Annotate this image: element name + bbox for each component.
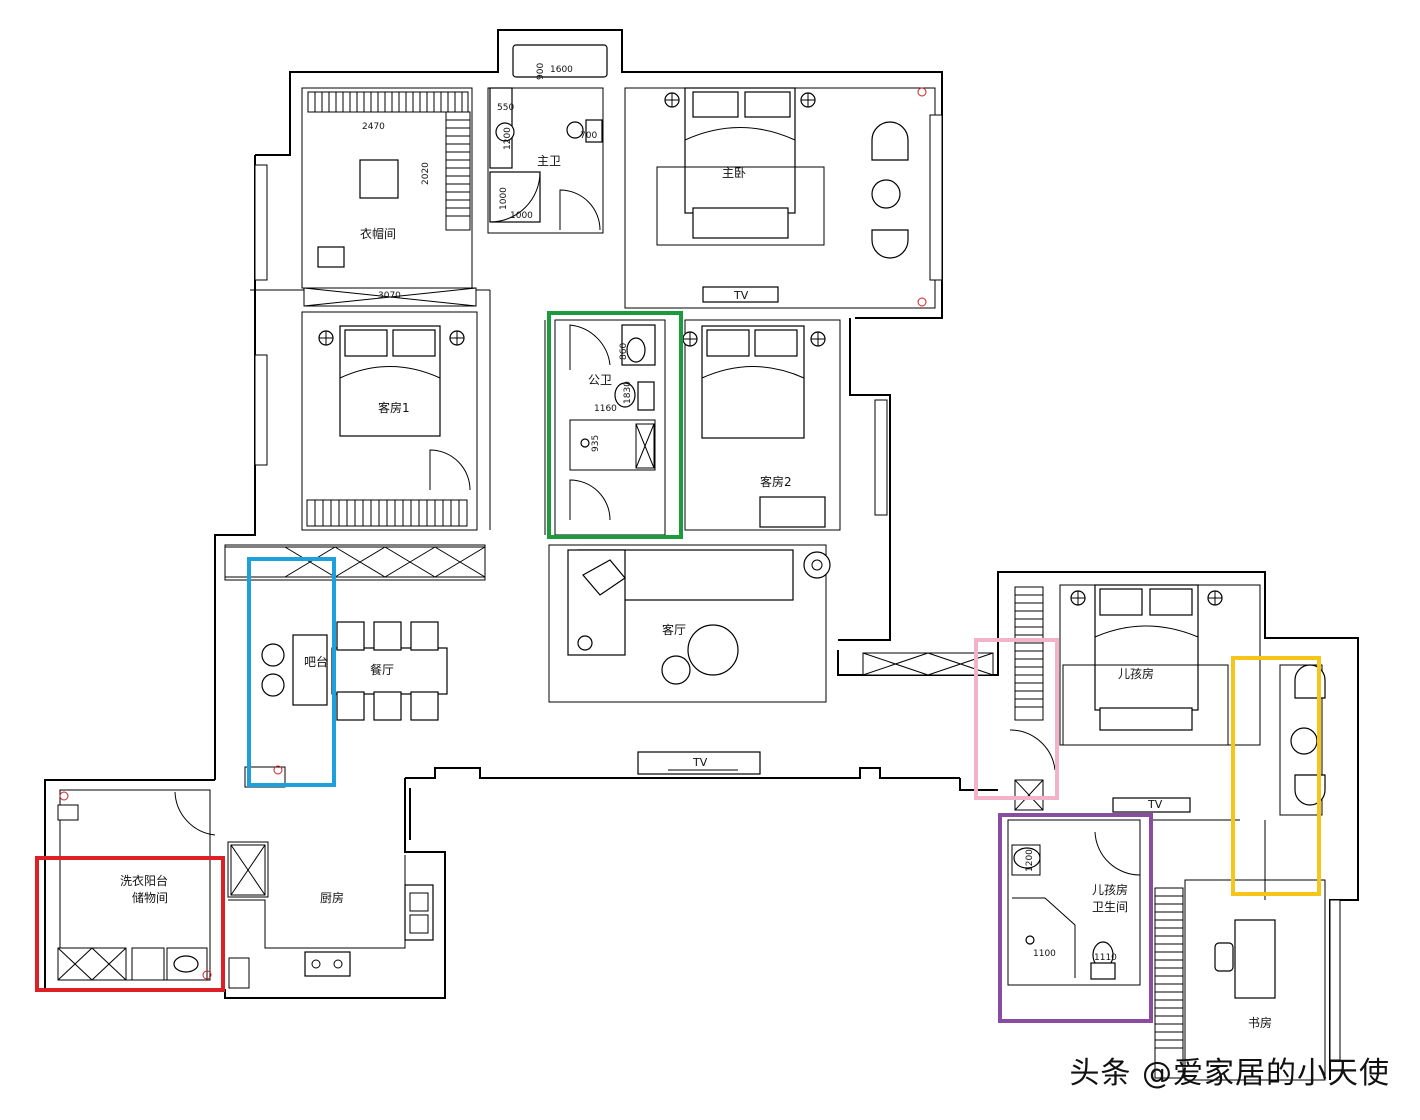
dim-1200-a: 1200 bbox=[503, 127, 513, 150]
label-kitchen: 厨房 bbox=[320, 890, 344, 905]
dining-room: 吧台 餐厅 bbox=[224, 546, 486, 788]
dim-860: 860 bbox=[619, 343, 629, 360]
label-living: 客厅 bbox=[662, 622, 686, 637]
dim-1000-b: 1000 bbox=[510, 211, 533, 221]
dim-1160: 1160 bbox=[594, 404, 617, 414]
study: 书房 bbox=[1214, 899, 1341, 1061]
highlight-laundry bbox=[35, 856, 225, 992]
highlight-kids-wardrobe bbox=[974, 638, 1059, 800]
highlight-kids-window bbox=[1231, 656, 1321, 896]
dim-1600: 1600 bbox=[550, 65, 573, 75]
highlight-frames bbox=[35, 311, 1321, 1023]
watermark: 头条 @爱家居的小天使 bbox=[1069, 1056, 1390, 1091]
dim-3070: 3070 bbox=[378, 291, 401, 301]
dim-900: 900 bbox=[536, 63, 546, 80]
dim-2020: 2020 bbox=[421, 162, 431, 185]
label-study: 书房 bbox=[1248, 1015, 1272, 1030]
tv-kids: TV bbox=[1147, 798, 1163, 811]
kids-room: TV 儿孩房 bbox=[1009, 584, 1326, 816]
dim-1200-b: 1200 bbox=[1025, 849, 1035, 872]
dim-1110: 1110 bbox=[1094, 953, 1117, 963]
kids-bath: 1200 1100 1110 儿孩房 卫生间 bbox=[1011, 831, 1184, 1079]
label-kids-bath-1: 儿孩房 bbox=[1092, 882, 1128, 897]
label-guest2: 客房2 bbox=[760, 474, 792, 489]
dim-700: 700 bbox=[580, 131, 597, 141]
tv-living: TV bbox=[692, 756, 708, 769]
dim-1100: 1100 bbox=[1033, 949, 1056, 959]
dim-935: 935 bbox=[591, 435, 601, 452]
dim-1830: 1830 bbox=[623, 381, 633, 404]
guest-room-1: 客房1 bbox=[254, 164, 471, 527]
label-kids: 儿孩房 bbox=[1118, 666, 1154, 681]
dim-2470: 2470 bbox=[362, 122, 385, 132]
highlight-public-bath bbox=[547, 311, 683, 539]
label-master-bath: 主卫 bbox=[537, 154, 561, 168]
dim-1000-a: 1000 bbox=[499, 187, 509, 210]
guest-room-2: 客房2 bbox=[682, 325, 888, 528]
cloakroom: 2470 2020 3070 衣帽间 bbox=[303, 91, 477, 307]
label-laundry-2: 储物间 bbox=[132, 890, 168, 905]
label-master-bed: 主卧 bbox=[722, 166, 746, 180]
label-public-bath: 公卫 bbox=[588, 373, 612, 387]
label-bar: 吧台 bbox=[304, 654, 328, 669]
master-bedroom: TV 主卧 bbox=[656, 87, 943, 307]
label-kids-bath-2: 卫生间 bbox=[1092, 900, 1128, 914]
living-room: TV 客厅 bbox=[548, 544, 994, 775]
highlight-kids-bath bbox=[998, 813, 1153, 1023]
tv-master: TV bbox=[733, 289, 749, 302]
dim-550: 550 bbox=[497, 103, 514, 113]
label-dining: 餐厅 bbox=[370, 662, 394, 677]
label-laundry-1: 洗衣阳台 bbox=[120, 873, 168, 888]
master-bath: 1600 900 550 1200 700 1000 1000 主卫 bbox=[489, 44, 608, 231]
label-cloakroom: 衣帽间 bbox=[360, 226, 396, 241]
highlight-bar bbox=[247, 557, 336, 787]
label-guest1: 客房1 bbox=[378, 400, 410, 415]
laundry-kitchen: 洗衣阳台 储物间 厨房 bbox=[57, 791, 434, 989]
public-bath: 860 1830 1160 935 公卫 bbox=[569, 324, 656, 521]
